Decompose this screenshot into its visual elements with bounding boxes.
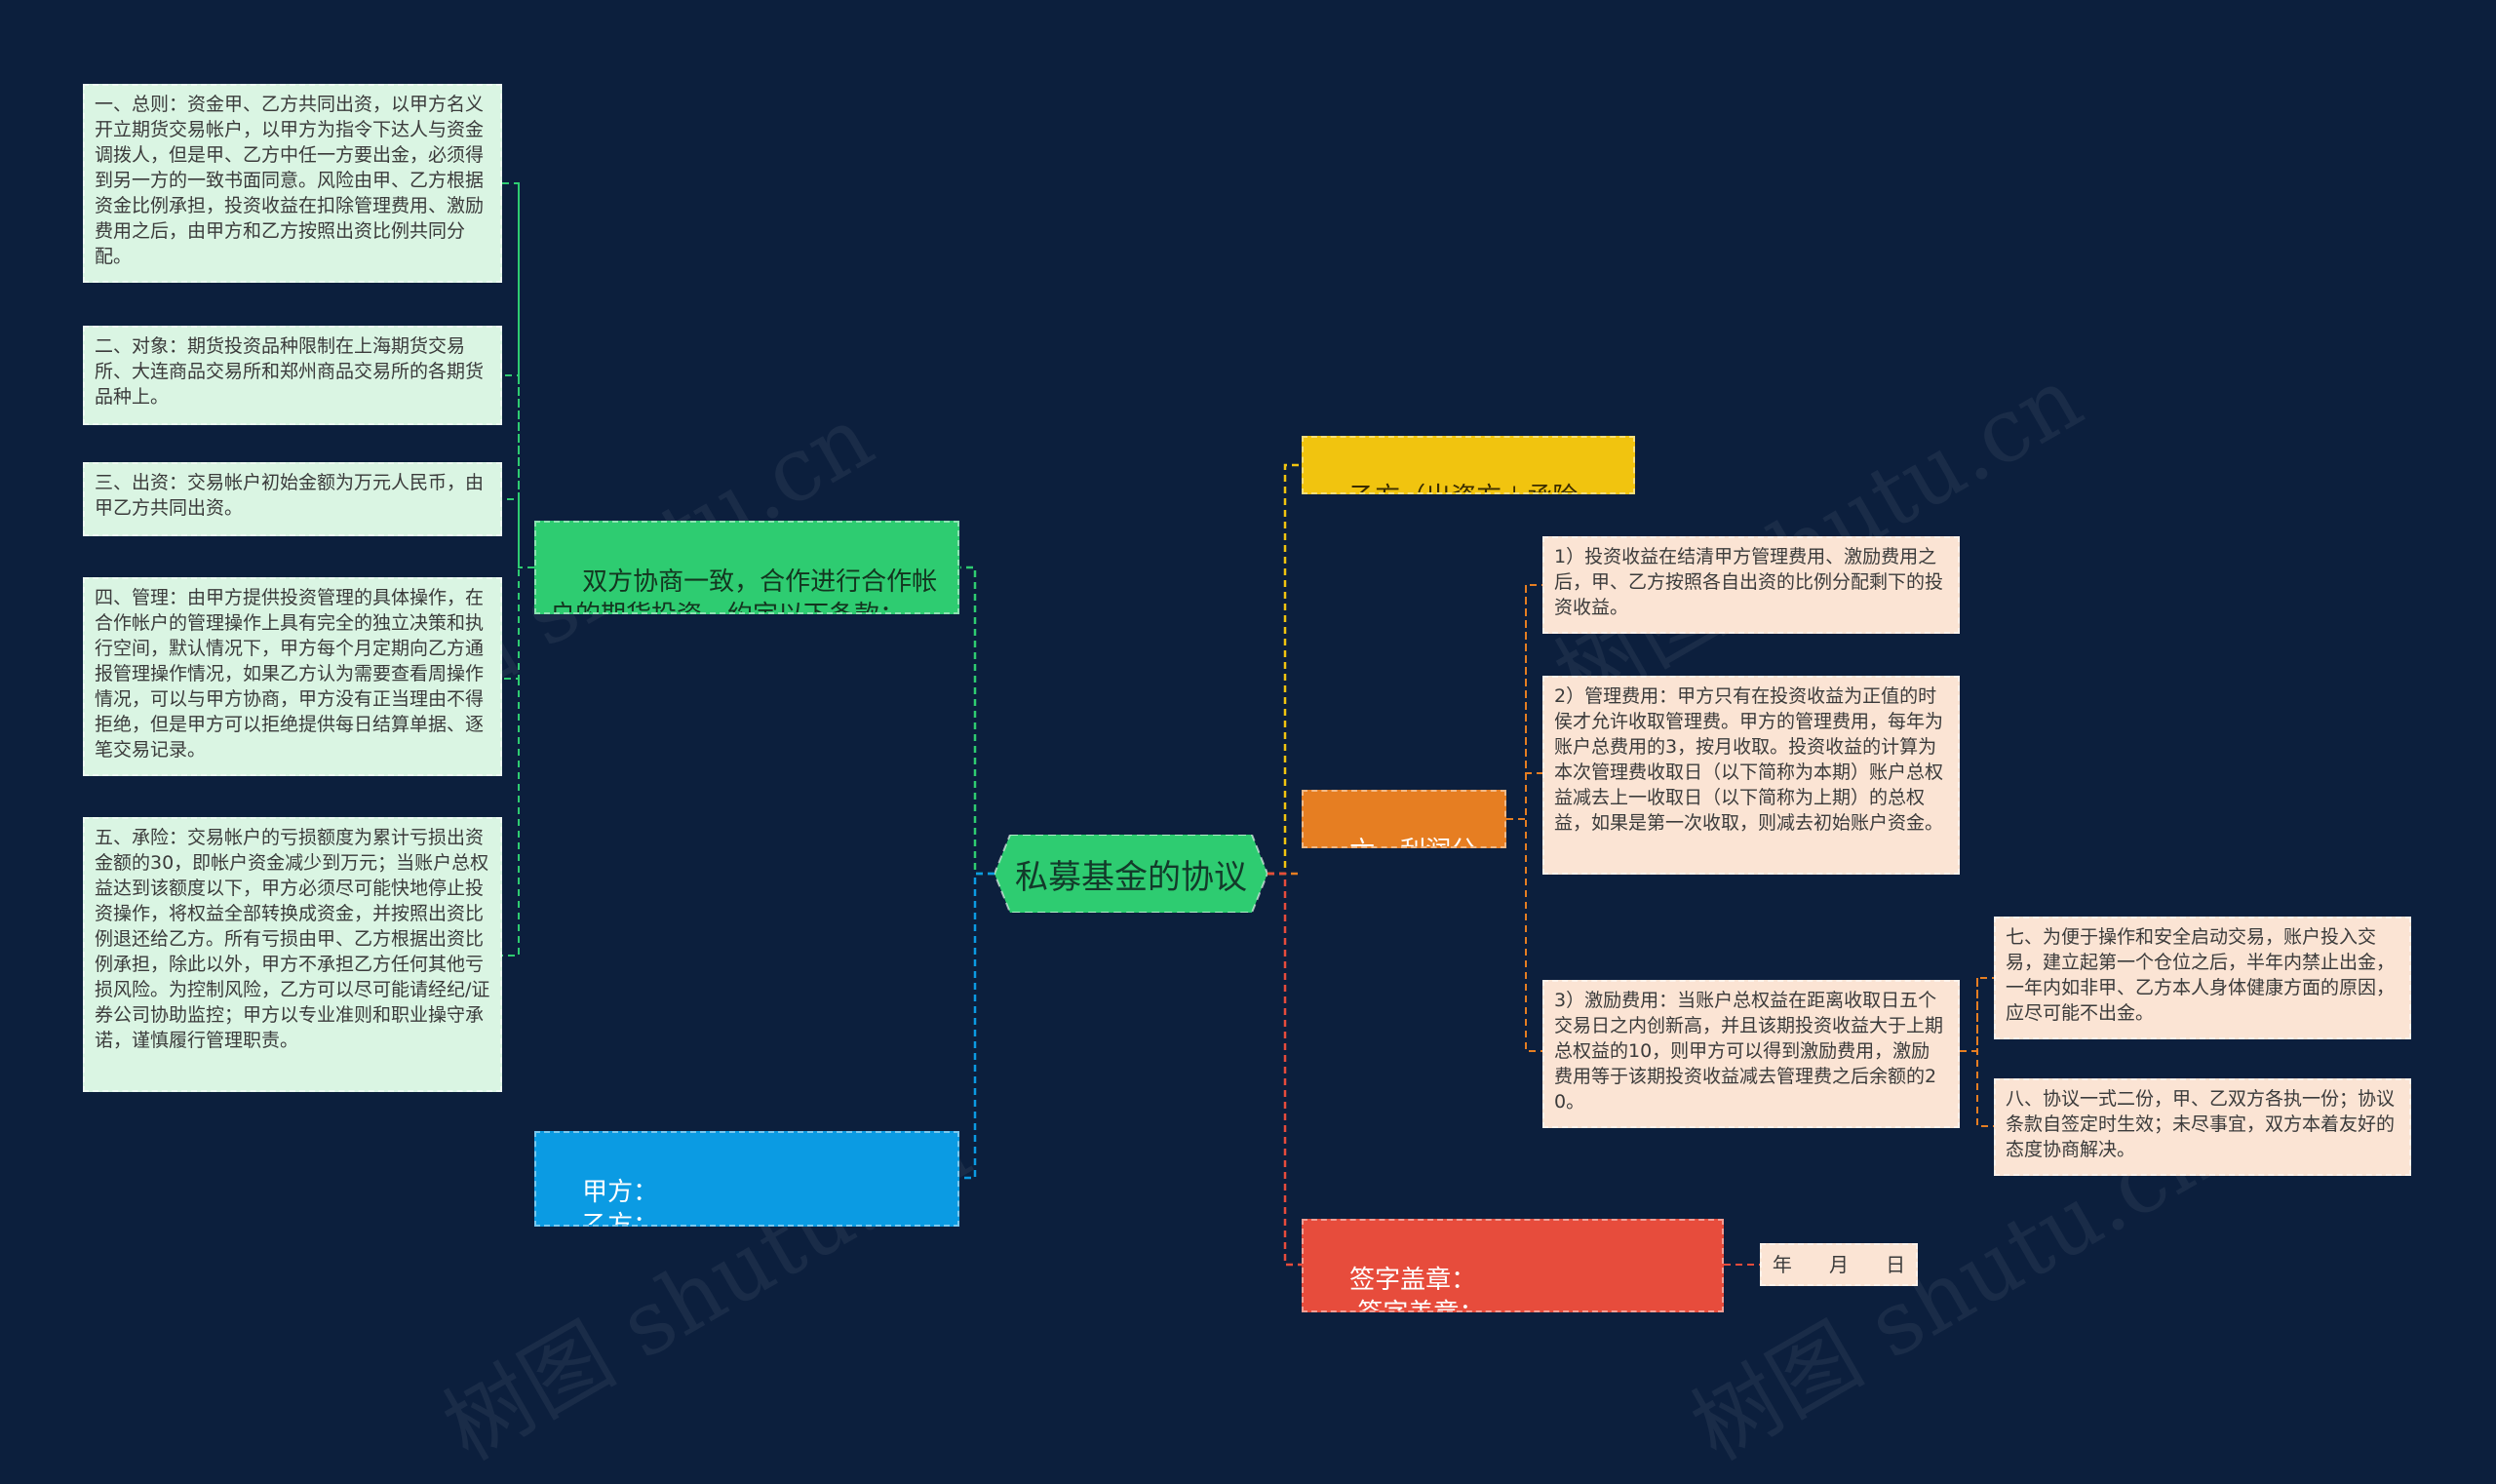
root-label: 私募基金的协议 [1015, 857, 1247, 897]
link-profit-items [1506, 584, 1542, 1052]
note-profit-2[interactable]: 2）管理费用：甲方只有在投资收益为正值的时侯才允许收取管理费。甲方的管理费用，每… [1542, 676, 1960, 875]
branch-clauses-label: 双方协商一致，合作进行合作帐户的期货投资，约定以下条款： [550, 567, 938, 612]
note-clause-1[interactable]: 一、总则：资金甲、乙方共同出资，以甲方名义开立期货交易帐户，以甲方为指令下达人与… [83, 84, 502, 283]
note-profit-1[interactable]: 1）投资收益在结清甲方管理费用、激励费用之后，甲、乙方按照各自出资的比例分配剩下… [1542, 536, 1960, 634]
note-clause-5[interactable]: 五、承险：交易帐户的亏损额度为累计亏损出资金额的30，即帐户资金减少到万元；当账… [83, 817, 502, 1092]
branch-sign[interactable]: 签字盖章： 签字盖章： [1302, 1219, 1724, 1312]
branch-parties[interactable]: 甲方： 乙方： [534, 1131, 959, 1227]
link-item3-subs [1960, 977, 1994, 1127]
branch-profit[interactable]: 六、利润分配： [1302, 790, 1506, 848]
root-topic[interactable]: 私募基金的协议 [994, 835, 1268, 913]
link-root-parties [960, 872, 994, 1180]
note-date[interactable]: 年 月 日 [1760, 1243, 1918, 1286]
branch-party-b-label: 乙方（出资方＋承险方）： [1317, 483, 1578, 492]
note-clause-3[interactable]: 三、出资：交易帐户初始金额为万元人民币，由甲乙方共同出资。 [83, 462, 502, 536]
link-root-sign [1268, 872, 1302, 1267]
note-profit-3[interactable]: 3）激励费用：当账户总权益在距离收取日五个交易日之内创新高，并且该期投资收益大于… [1542, 980, 1960, 1128]
branch-party-b[interactable]: 乙方（出资方＋承险方）： [1302, 436, 1635, 494]
watermark: 树图 shutu.cn [1539, 347, 2099, 730]
note-clause-4[interactable]: 四、管理：由甲方提供投资管理的具体操作，在合作帐户的管理操作上具有完全的独立决策… [83, 577, 502, 776]
branch-sign-label: 签字盖章： 签字盖章： [1349, 1266, 1484, 1310]
branch-clauses[interactable]: 双方协商一致，合作进行合作帐户的期货投资，约定以下条款： [534, 521, 959, 614]
branch-profit-label: 六、利润分配： [1317, 837, 1476, 846]
note-clause-7[interactable]: 七、为便于操作和安全启动交易，账户投入交易，建立起第一个仓位之后，半年内禁止出金… [1994, 917, 2411, 1039]
root-shape [994, 835, 1268, 913]
link-root-clauses [960, 566, 994, 876]
link-root-partyb [1268, 463, 1302, 876]
note-clause-8[interactable]: 八、协议一式二份，甲、乙双方各执一份；协议条款自签定时生效；未尽事宜，双方本着友… [1994, 1078, 2411, 1176]
branch-parties-label: 甲方： 乙方： [582, 1178, 659, 1227]
mindmap-canvas: 树图 shutu.cn 树图 shutu.cn 树图 shutu.cn 树图 s… [83, 84, 2411, 1480]
note-clause-2[interactable]: 二、对象：期货投资品种限制在上海期货交易所、大连商品交易所和郑州商品交易所的各期… [83, 326, 502, 425]
